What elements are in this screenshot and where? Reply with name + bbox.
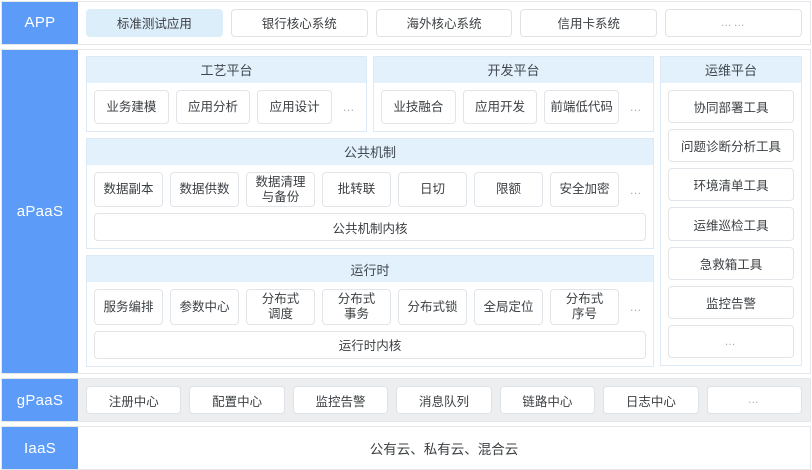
tile-quota-limit[interactable]: 限额 [474, 171, 543, 208]
tile-distributed-lock[interactable]: 分布式锁 [398, 289, 467, 325]
layer-app: APP 标准测试应用 银行核心系统 海外核心系统 信用卡系统 …… [1, 1, 811, 45]
tile-app-design[interactable]: 应用设计 [257, 89, 333, 124]
ops-item-environment-inventory-tool[interactable]: 环境清单工具 [668, 168, 794, 202]
ops-item-problem-diagnosis-tool[interactable]: 问题诊断分析工具 [668, 129, 794, 163]
tile-app-analysis[interactable]: 应用分析 [175, 89, 251, 124]
tile-distributed-scheduling[interactable]: 分布式 调度 [246, 289, 315, 325]
gpaas-item-config-center[interactable]: 配置中心 [189, 386, 285, 415]
panel-common-mechanism: 公共机制 数据副本 数据供数 数据清理 与备份 批转联 日切 限额 安全加密 … [86, 137, 654, 250]
panel-body-ops-platform: 协同部署工具 问题诊断分析工具 环境清单工具 运维巡检工具 急救箱工具 监控告警… [661, 83, 801, 365]
ops-item-more-ellipsis-icon[interactable]: … [668, 325, 794, 359]
tile-row: 数据副本 数据供数 数据清理 与备份 批转联 日切 限额 安全加密 … [94, 171, 646, 208]
tile-more-ellipsis-icon[interactable]: … [339, 89, 360, 124]
ops-item-collaborative-deploy-tool[interactable]: 协同部署工具 [668, 89, 794, 124]
tile-service-orchestration[interactable]: 服务编排 [94, 289, 163, 325]
panel-process-platform: 工艺平台 业务建模 应用分析 应用设计 … [86, 55, 367, 132]
bar-common-mechanism-kernel[interactable]: 公共机制内核 [94, 213, 646, 242]
panel-body-process-platform: 业务建模 应用分析 应用设计 … [87, 83, 366, 131]
ops-item-monitoring-alert[interactable]: 监控告警 [668, 285, 794, 320]
panel-ops-platform: 运维平台 协同部署工具 问题诊断分析工具 环境清单工具 运维巡检工具 急救箱工具… [660, 55, 802, 367]
panel-dev-platform: 开发平台 业技融合 应用开发 前端低代码 … [373, 55, 654, 132]
app-item-credit-card[interactable]: 信用卡系统 [520, 8, 658, 37]
tile-security-encryption[interactable]: 安全加密 [550, 171, 619, 208]
tile-business-modeling[interactable]: 业务建模 [94, 89, 169, 124]
iaas-content: 公有云、私有云、混合云 [78, 427, 810, 469]
bar-runtime-kernel[interactable]: 运行时内核 [94, 330, 646, 359]
panel-title-dev-platform: 开发平台 [374, 56, 653, 83]
gpaas-items-container: 注册中心 配置中心 监控告警 消息队列 链路中心 日志中心 … [78, 379, 810, 422]
layer-label-app: APP [2, 2, 78, 44]
gpaas-item-message-queue[interactable]: 消息队列 [396, 386, 492, 415]
gpaas-item-monitoring-alert[interactable]: 监控告警 [292, 386, 389, 415]
layer-gpaas: gPaaS 注册中心 配置中心 监控告警 消息队列 链路中心 日志中心 … [1, 378, 811, 423]
gpaas-item-log-center[interactable]: 日志中心 [603, 386, 699, 415]
panel-title-runtime: 运行时 [87, 256, 653, 283]
apaas-top-panels: 工艺平台 业务建模 应用分析 应用设计 … 开发平台 [86, 55, 654, 132]
gpaas-item-tracing-center[interactable]: 链路中心 [499, 386, 596, 415]
panel-body-runtime: 服务编排 参数中心 分布式 调度 分布式 事务 分布式锁 全局定位 分布式 序号… [87, 282, 653, 366]
tile-app-development[interactable]: 应用开发 [462, 89, 538, 124]
tile-data-supply[interactable]: 数据供数 [170, 171, 239, 208]
panel-title-process-platform: 工艺平台 [87, 56, 366, 83]
tile-batch-transfer[interactable]: 批转联 [322, 171, 391, 208]
panel-title-common-mechanism: 公共机制 [87, 138, 653, 165]
app-item-standard-test[interactable]: 标准测试应用 [86, 8, 223, 37]
layer-iaas: IaaS 公有云、私有云、混合云 [1, 426, 811, 470]
layer-label-gpaas: gPaaS [2, 379, 78, 422]
tile-data-cleanup-backup[interactable]: 数据清理 与备份 [246, 171, 315, 208]
tile-global-positioning[interactable]: 全局定位 [474, 289, 543, 325]
tile-more-ellipsis-icon[interactable]: … [626, 171, 646, 208]
layer-label-apaas: aPaaS [2, 49, 78, 374]
tile-data-replica[interactable]: 数据副本 [94, 171, 163, 208]
tile-distributed-transaction[interactable]: 分布式 事务 [322, 289, 391, 325]
ops-item-first-aid-kit-tool[interactable]: 急救箱工具 [668, 246, 794, 280]
apaas-ops-column: 运维平台 协同部署工具 问题诊断分析工具 环境清单工具 运维巡检工具 急救箱工具… [660, 55, 802, 367]
panel-runtime: 运行时 服务编排 参数中心 分布式 调度 分布式 事务 分布式锁 全局定位 分布… [86, 255, 654, 367]
tile-frontend-lowcode[interactable]: 前端低代码 [544, 89, 620, 124]
iaas-cloud-types-text: 公有云、私有云、混合云 [369, 442, 519, 458]
layer-apaas: aPaaS 工艺平台 业务建模 应用分析 应用设计 … [1, 48, 811, 375]
panel-body-dev-platform: 业技融合 应用开发 前端低代码 … [374, 83, 653, 131]
panel-title-ops-platform: 运维平台 [661, 56, 801, 83]
panel-body-common-mechanism: 数据副本 数据供数 数据清理 与备份 批转联 日切 限额 安全加密 … 公共机制… [87, 165, 653, 249]
app-item-overseas-core[interactable]: 海外核心系统 [375, 8, 513, 37]
tile-business-tech-fusion[interactable]: 业技融合 [381, 89, 456, 124]
apaas-content: 工艺平台 业务建模 应用分析 应用设计 … 开发平台 [78, 50, 810, 373]
tile-parameter-center[interactable]: 参数中心 [170, 289, 239, 325]
tile-day-cutoff[interactable]: 日切 [398, 171, 467, 208]
app-item-more[interactable]: …… [665, 8, 802, 37]
tile-distributed-sequence[interactable]: 分布式 序号 [550, 289, 619, 325]
tile-row: 业务建模 应用分析 应用设计 … [94, 89, 360, 124]
tile-row: 业技融合 应用开发 前端低代码 … [381, 89, 647, 124]
apaas-main-column: 工艺平台 业务建模 应用分析 应用设计 … 开发平台 [86, 55, 654, 367]
gpaas-item-registry-center[interactable]: 注册中心 [86, 386, 182, 415]
app-items-container: 标准测试应用 银行核心系统 海外核心系统 信用卡系统 …… [78, 2, 810, 44]
tile-more-ellipsis-icon[interactable]: … [626, 289, 646, 325]
ops-item-ops-inspection-tool[interactable]: 运维巡检工具 [668, 207, 794, 241]
layer-label-iaas: IaaS [2, 427, 78, 469]
gpaas-item-more-ellipsis-icon[interactable]: … [706, 386, 802, 415]
app-item-bank-core[interactable]: 银行核心系统 [230, 8, 368, 37]
tile-row: 服务编排 参数中心 分布式 调度 分布式 事务 分布式锁 全局定位 分布式 序号… [94, 289, 646, 325]
tile-more-ellipsis-icon[interactable]: … [626, 89, 647, 124]
